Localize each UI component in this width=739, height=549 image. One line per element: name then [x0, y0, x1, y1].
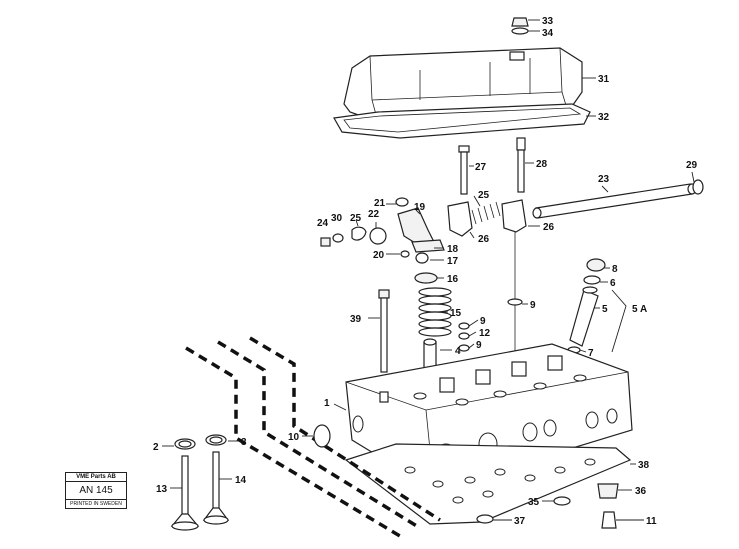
title-block: VME Parts AB AN 145 PRINTED IN SWEDEN — [65, 472, 127, 509]
rocker-arm-assembly — [320, 197, 527, 284]
callout-26a: 26 — [478, 234, 490, 245]
callout-12: 12 — [479, 328, 491, 339]
callout-30: 30 — [331, 213, 343, 224]
stud-27 — [458, 145, 470, 195]
callout-27: 27 — [475, 162, 487, 173]
leader-lines — [162, 19, 695, 521]
callout-9b: 9 — [480, 316, 486, 327]
plug-10 — [313, 424, 331, 448]
callout-19: 19 — [414, 202, 426, 213]
callout-33: 33 — [542, 16, 554, 27]
callout-16: 16 — [447, 274, 459, 285]
valves — [170, 434, 230, 531]
callout-2: 2 — [153, 442, 159, 453]
callout-39: 39 — [350, 314, 362, 325]
callout-4: 4 — [455, 346, 461, 357]
callout-11: 11 — [646, 516, 657, 527]
head-bolt — [378, 289, 390, 373]
callout-14: 14 — [235, 475, 247, 486]
rocker-shaft — [532, 179, 704, 219]
callout-labels: 33 34 31 32 27 28 29 23 21 19 25 26 26 2… — [153, 16, 698, 527]
callout-5a: 5 A — [632, 304, 647, 315]
callout-9a: 9 — [530, 300, 536, 311]
callout-38: 38 — [638, 460, 650, 471]
callout-7: 7 — [588, 348, 594, 359]
injector-sleeve — [567, 258, 606, 354]
cover-nut — [511, 17, 529, 35]
head-gasket — [344, 443, 632, 525]
small-parts — [476, 483, 619, 529]
title-block-company: VME Parts AB — [66, 473, 126, 482]
callout-9c: 9 — [476, 340, 482, 351]
callout-31: 31 — [598, 74, 610, 85]
callout-22: 22 — [368, 209, 380, 220]
callout-23: 23 — [598, 174, 610, 185]
callout-10: 10 — [288, 432, 300, 443]
callout-24: 24 — [317, 218, 329, 229]
callout-18: 18 — [447, 244, 459, 255]
callout-15: 15 — [450, 308, 462, 319]
callout-25a: 25 — [478, 190, 490, 201]
callout-1: 1 — [324, 398, 330, 409]
callout-8: 8 — [612, 264, 618, 275]
title-block-note: PRINTED IN SWEDEN — [70, 501, 122, 507]
valve-spring — [418, 287, 452, 337]
callout-17: 17 — [447, 256, 459, 267]
reference-dashed-lines — [185, 336, 441, 538]
callout-36: 36 — [635, 486, 647, 497]
callout-6: 6 — [610, 278, 616, 289]
callout-32: 32 — [598, 112, 610, 123]
stud-28 — [516, 137, 526, 193]
callout-28: 28 — [536, 159, 548, 170]
callout-25b: 25 — [350, 213, 362, 224]
callout-21: 21 — [374, 198, 386, 209]
callout-3: 3 — [241, 437, 247, 448]
valve-cover-gasket — [333, 103, 591, 139]
callout-37: 37 — [514, 516, 526, 527]
callout-13: 13 — [156, 484, 168, 495]
callout-20: 20 — [373, 250, 385, 261]
title-block-code: AN 145 — [66, 482, 126, 500]
callout-35: 35 — [528, 497, 540, 508]
valve-cover — [343, 47, 583, 123]
callout-26b: 26 — [543, 222, 555, 233]
callout-34: 34 — [542, 28, 554, 39]
callout-5: 5 — [602, 304, 608, 315]
callout-29: 29 — [686, 160, 698, 171]
